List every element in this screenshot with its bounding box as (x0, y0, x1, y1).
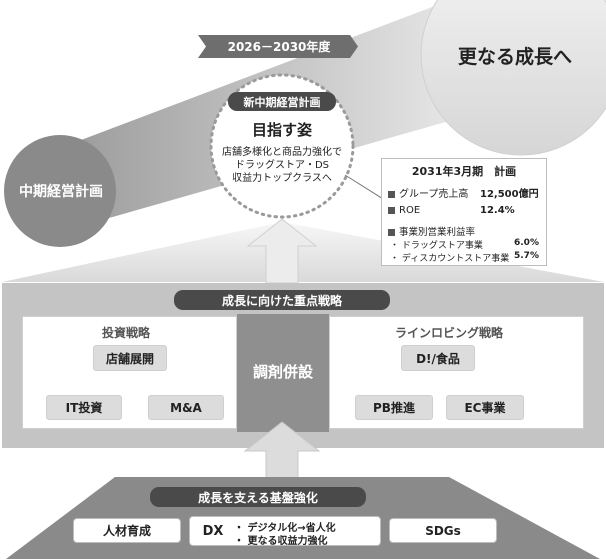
strategy-header: 成長に向けた重点戦略 (174, 290, 390, 310)
bullet-square-icon (388, 229, 395, 236)
new-plan-badge: 新中期経営計画 (228, 92, 336, 111)
lineroving-title: ラインロビング戦略 (394, 325, 503, 340)
foundation-item-hr: 人材育成 (73, 518, 181, 543)
invest-it: IT投資 (46, 395, 122, 420)
bullet-square-icon (388, 190, 395, 198)
lineroving-food: D!/食品 (401, 345, 475, 371)
lineroving-ec: EC事業 (446, 395, 524, 420)
segment-label-1: ・ ドラッグストア事業 (390, 241, 483, 251)
invest-ma: M&A (148, 395, 224, 420)
foundation-header: 成長を支える基盤強化 (150, 487, 366, 507)
period-ribbon (198, 35, 358, 58)
foundation-item-sdgs: SDGs (389, 518, 497, 543)
midterm-plan-label: 中期経営計画 (19, 184, 103, 200)
segment-row-1: ・ ドラッグストア事業 6.0% (390, 238, 546, 251)
roof-triangle (2, 222, 604, 282)
segment-value-2: 5.7% (514, 251, 539, 261)
new-plan-line-2: ドラッグストア・DS (234, 159, 330, 171)
roe-row: ROE 12.4% (388, 205, 544, 219)
dx-label: DX (202, 523, 224, 539)
lineroving-pb: PB推進 (355, 395, 433, 420)
center-label: 調剤併設 (252, 362, 313, 381)
bullet-square-icon (388, 206, 395, 214)
new-plan-line-3: 収益力トップクラスへ (232, 172, 332, 184)
foundation-item-dx: DX ・ デジタル化→省人化 ・ 更なる収益力強化 (189, 516, 381, 547)
dx-point-1: ・ デジタル化→省人化 (234, 523, 336, 534)
center-column (237, 314, 329, 432)
dx-point-2: ・ 更なる収益力強化 (234, 536, 328, 547)
segment-label-2: ・ ディスカウントストア事業 (390, 254, 510, 264)
segment-header: 事業別営業利益率 (399, 227, 476, 238)
targets-box: 2031年3月期 計画 グループ売上高 12,500億円 ROE 12.4% 事… (381, 158, 547, 266)
targets-connector (344, 174, 389, 203)
midterm-circle (4, 135, 116, 247)
growth-circle (420, 0, 606, 156)
roe-value: 12.4% (480, 205, 515, 216)
new-plan-line-1: 店舗多様化と商品力強化で (222, 146, 342, 158)
period-label: 2026－2030年度 (227, 40, 331, 54)
growth-label: 更なる成長へ (457, 45, 572, 68)
new-plan-title: 目指す姿 (251, 120, 312, 139)
targets-title: 2031年3月期 計画 (411, 165, 517, 178)
invest-store: 店舗展開 (93, 345, 167, 371)
sales-value: 12,500億円 (480, 189, 539, 200)
invest-title: 投資戦略 (101, 325, 150, 340)
roe-label: ROE (399, 205, 421, 216)
segment-value-1: 6.0% (514, 238, 539, 248)
segment-row-2: ・ ディスカウントストア事業 5.7% (390, 251, 546, 264)
segment-header-row: 事業別営業利益率 (388, 224, 544, 238)
sales-row: グループ売上高 12,500億円 (388, 185, 544, 200)
sales-label: グループ売上高 (399, 189, 469, 200)
